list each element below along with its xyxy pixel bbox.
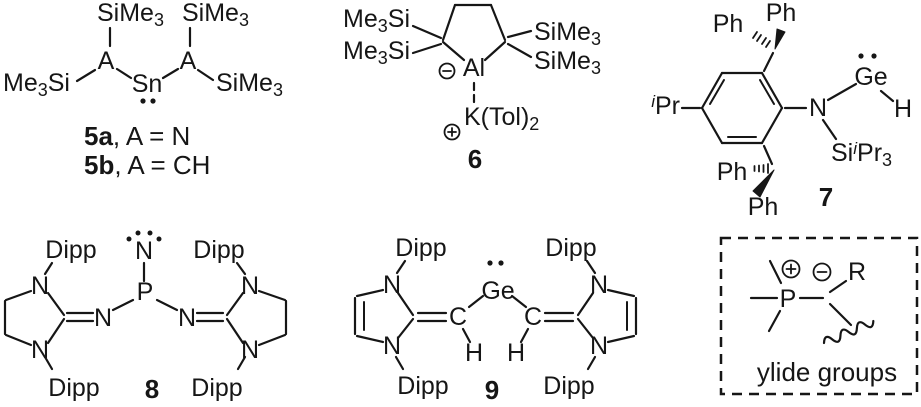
atom-N: N — [241, 272, 259, 300]
dipp-label: Dipp — [191, 374, 242, 402]
dipp-label: Dipp — [45, 236, 96, 264]
dipp-label: Dipp — [543, 372, 594, 400]
wedge-bond — [752, 169, 775, 198]
bond-lines — [3, 261, 288, 371]
atom-H: H — [507, 339, 525, 367]
label-5a: 5a, A = N — [84, 121, 190, 151]
atom-H: H — [894, 95, 912, 123]
dipp-label: Dipp — [545, 234, 596, 262]
atom-Sn: Sn — [132, 70, 163, 98]
triisopropylsilyl-label: SiiPr3 — [831, 139, 892, 170]
atom-N: N — [31, 336, 49, 364]
atom-Ge: Ge — [854, 63, 887, 91]
phenyl-label: Ph — [748, 193, 779, 221]
lone-pair-dots — [858, 53, 877, 59]
structure-6: Me3Si Me3Si SiMe3 SiMe3 Al K(Tol)2 6 — [343, 3, 601, 174]
phenyl-label: Ph — [717, 158, 748, 186]
atom-N: N — [94, 304, 112, 332]
dipp-label: Dipp — [397, 372, 448, 400]
label-9: 9 — [485, 375, 499, 405]
atom-Al: Al — [463, 54, 485, 82]
structure-8: N P N N N N N N Dipp Dipp Dipp Dipp 8 — [3, 230, 288, 404]
atom-N: N — [383, 271, 401, 299]
atom-N: N — [809, 94, 827, 122]
structure-5: SiMe3 SiMe3 A A Me3Si Sn SiMe3 5a, A = N… — [3, 0, 283, 180]
negative-charge-icon — [812, 262, 832, 282]
hashed-bond — [752, 31, 771, 48]
hashed-bond — [753, 163, 769, 174]
dipp-label: Dipp — [395, 234, 446, 262]
atom-C: C — [449, 303, 467, 331]
trimethylsilyl-label: Me3Si — [343, 37, 410, 68]
structure-9: Ge C C H H N N N N Dipp Dipp Dipp Dipp 9 — [353, 234, 638, 405]
bond-lines — [75, 26, 215, 83]
trimethylsilyl-label: Me3Si — [343, 5, 410, 36]
atom-N: N — [135, 237, 153, 265]
structure-7: Ph Ph iPr N Ge H SiiPr3 Ph Ph 7 — [651, 0, 912, 221]
atom-P: P — [137, 278, 154, 306]
trimethylsilyl-label: SiMe3 — [182, 0, 249, 30]
positive-charge-icon — [781, 259, 801, 279]
trimethylsilyl-label: SiMe3 — [534, 18, 601, 49]
lone-pair-dots — [487, 260, 504, 266]
atom-Ge: Ge — [481, 277, 514, 305]
atom-R: R — [848, 258, 866, 286]
trimethylsilyl-label: SiMe3 — [97, 0, 164, 30]
atom-P: P — [780, 285, 797, 313]
bond-lines — [353, 259, 638, 371]
dipp-label: Dipp — [48, 374, 99, 402]
bond-lines — [680, 51, 895, 166]
lone-pair-dots — [126, 230, 162, 242]
ylide-box-border — [719, 236, 919, 396]
phenyl-label: Ph — [766, 0, 797, 27]
atom-N: N — [590, 271, 608, 299]
atom-C: C — [524, 303, 542, 331]
potassium-toluene-label: K(Tol)2 — [464, 103, 539, 134]
atom-H: H — [465, 339, 483, 367]
atom-N: N — [590, 332, 608, 360]
isopropyl-label: iPr — [651, 92, 680, 120]
label-5b: 5b, A = CH — [84, 150, 210, 180]
bond-lines — [749, 259, 853, 333]
atom-N: N — [31, 272, 49, 300]
trimethylsilyl-label: SiMe3 — [216, 69, 283, 100]
label-7: 7 — [819, 182, 833, 212]
atom-N: N — [178, 304, 196, 332]
dipp-label: Dipp — [193, 236, 244, 264]
trimethylsilyl-label: SiMe3 — [534, 47, 601, 78]
atom-A: A — [180, 47, 197, 75]
trimethylsilyl-label: Me3Si — [3, 69, 70, 100]
atom-A: A — [98, 47, 115, 75]
phenyl-label: Ph — [713, 10, 744, 38]
ylide-groups-caption: ylide groups — [757, 357, 897, 387]
positive-charge-icon — [443, 123, 461, 141]
wavy-bond-icon — [822, 319, 875, 345]
label-6: 6 — [468, 144, 482, 174]
atom-N: N — [383, 332, 401, 360]
wedge-bond — [774, 28, 786, 50]
atom-N: N — [241, 336, 259, 364]
lone-pair-dots — [140, 98, 156, 104]
negative-charge-icon — [438, 62, 456, 80]
bond-lines — [411, 3, 533, 107]
ylide-groups-box: P R ylide groups — [719, 236, 919, 396]
label-8: 8 — [145, 374, 159, 404]
